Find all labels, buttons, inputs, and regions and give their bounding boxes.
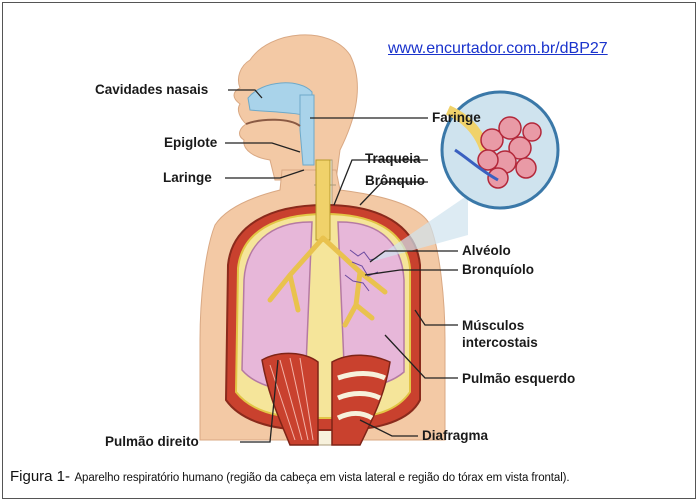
label-traqueia: Traqueia	[365, 151, 421, 166]
label-musculos: Músculos	[462, 318, 524, 333]
label-pulmao-direito: Pulmão direito	[105, 434, 199, 449]
label-intercostais: intercostais	[462, 335, 538, 350]
label-laringe: Laringe	[163, 170, 212, 185]
trachea	[316, 160, 330, 240]
label-bronquio: Brônquio	[365, 173, 425, 188]
label-alveolo: Alvéolo	[462, 243, 511, 258]
caption-text: Aparelho respiratório humano (região da …	[74, 472, 569, 484]
label-faringe: Faringe	[432, 110, 481, 125]
label-diafragma: Diafragma	[422, 428, 489, 443]
caption-prefix: Figura 1-	[10, 468, 70, 485]
label-epiglote: Epiglote	[164, 135, 218, 150]
label-cavidades-nasais: Cavidades nasais	[95, 82, 208, 97]
source-link[interactable]: www.encurtador.com.br/dBP27	[388, 40, 608, 58]
figure-caption: Figura 1- Aparelho respiratório humano (…	[10, 468, 569, 486]
label-bronquiolo: Bronquíolo	[462, 262, 534, 277]
pharynx	[300, 95, 314, 165]
label-pulmao-esquerdo: Pulmão esquerdo	[462, 371, 575, 386]
